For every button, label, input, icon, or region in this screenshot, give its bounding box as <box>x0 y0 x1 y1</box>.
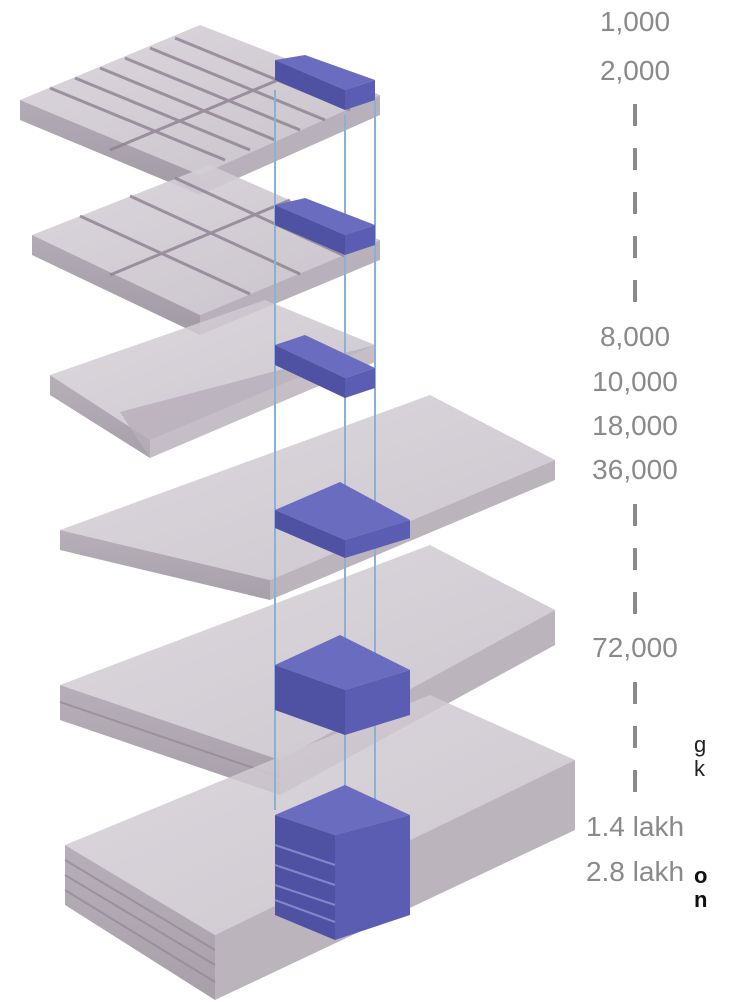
scale-tick <box>633 104 637 126</box>
highlight-cube-2 <box>275 198 375 255</box>
scale-label-1-4-lakh: 1.4 lakh <box>585 811 685 842</box>
scale-tick <box>633 236 637 258</box>
scale-label-2000: 2,000 <box>599 55 671 86</box>
side-text-fragment: k <box>694 756 705 781</box>
side-text-fragment: g <box>694 732 707 757</box>
scale-tick <box>633 726 637 748</box>
scale-tick <box>633 280 637 302</box>
scale-tick <box>633 192 637 214</box>
side-text-fragment: n <box>694 887 708 912</box>
highlight-cube-5 <box>275 635 410 735</box>
scale-label-72000: 72,000 <box>592 632 678 663</box>
layer-4-slab <box>60 395 555 600</box>
scale-tick <box>633 592 637 614</box>
scale-label-36000: 36,000 <box>592 454 678 485</box>
scale-label-18000: 18,000 <box>592 410 678 441</box>
scale-label-2-8-lakh: 2.8 lakh <box>585 856 685 887</box>
highlight-cube-3 <box>275 335 375 398</box>
scale-tick <box>633 148 637 170</box>
scale-label-10000: 10,000 <box>592 366 678 397</box>
layer-2-slab <box>32 165 380 335</box>
scale-label-8000: 8,000 <box>599 321 671 352</box>
highlight-cube-1 <box>275 55 375 110</box>
scale-tick <box>633 504 637 526</box>
highlight-cube-6 <box>274 785 410 940</box>
scale-tick <box>633 770 637 792</box>
side-text-fragment: o <box>694 863 708 888</box>
highlight-cube-4 <box>275 482 410 558</box>
scale-tick <box>633 548 637 570</box>
scale-tick <box>633 682 637 704</box>
scale-label-1000: 1,000 <box>599 6 671 37</box>
